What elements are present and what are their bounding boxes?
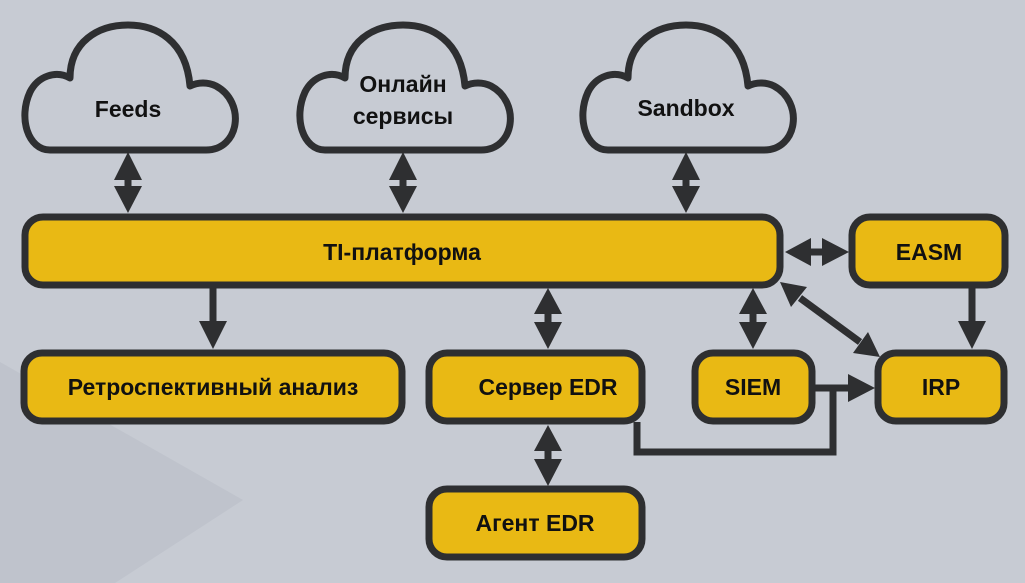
arrowhead-icon (739, 288, 767, 314)
arrowhead-icon (822, 238, 849, 266)
node-label-irp: IRP (922, 374, 960, 400)
arrowhead-icon (739, 322, 767, 349)
node-label-siem: SIEM (725, 374, 781, 400)
arrowhead-icon (853, 332, 880, 357)
node-irp: IRP (874, 349, 1008, 425)
arrowhead-icon (534, 425, 562, 451)
cloud-online-services: Онлайн сервисы (300, 25, 511, 150)
arrowhead-icon (672, 152, 700, 180)
cloud-label-feeds: Feeds (95, 96, 161, 122)
arrowheads (114, 152, 986, 486)
arrowhead-icon (534, 322, 562, 349)
arrowhead-icon (114, 152, 142, 180)
arrowhead-icon (848, 374, 875, 402)
node-edr-agent: Агент EDR (425, 485, 646, 561)
arrowhead-icon (114, 186, 142, 213)
arrowhead-icon (785, 238, 811, 266)
node-easm: EASM (848, 213, 1009, 289)
node-label-edr-server: Сервер EDR (478, 374, 617, 400)
arrowhead-icon (534, 288, 562, 314)
edge-ti-irp (797, 295, 863, 345)
node-label-edr-agent: Агент EDR (475, 510, 594, 536)
arrowhead-icon (389, 152, 417, 180)
arrowhead-icon (780, 282, 807, 307)
node-label-easm: EASM (896, 239, 962, 265)
arrowhead-icon (672, 186, 700, 213)
node-retrospective-analysis: Ретроспективный анализ (20, 349, 406, 425)
node-siem: SIEM (691, 349, 816, 425)
cloud-sandbox: Sandbox (583, 25, 794, 150)
arrowhead-icon (534, 459, 562, 486)
node-label-retrospective-analysis: Ретроспективный анализ (68, 374, 359, 400)
cloud-label-online-line2: сервисы (353, 103, 453, 129)
node-ti-platform: TI-платформа (21, 213, 784, 289)
node-edr-server: Сервер EDR (425, 349, 646, 425)
cloud-label-online-line1: Онлайн (359, 71, 446, 97)
arrowhead-icon (199, 321, 227, 349)
edge-edr-server-irp (633, 388, 837, 456)
arrowhead-icon (389, 186, 417, 213)
cloud-feeds: Feeds (25, 25, 236, 150)
cloud-label-sandbox: Sandbox (637, 95, 734, 121)
node-label-ti-platform: TI-платформа (323, 239, 481, 265)
arrowhead-icon (958, 321, 986, 349)
